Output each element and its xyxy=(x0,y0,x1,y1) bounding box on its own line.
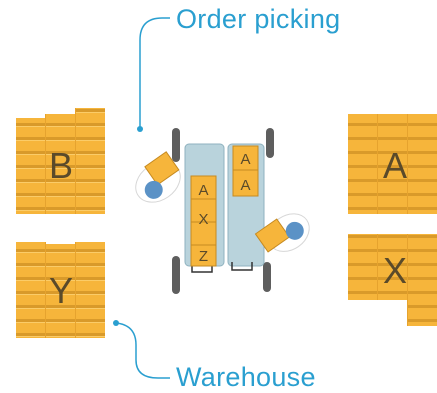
cart-wheel-br xyxy=(263,262,271,292)
cart-box-label: A xyxy=(240,151,250,168)
warehouse-connector xyxy=(115,322,170,379)
cart-box-label: A xyxy=(198,182,208,199)
warehouse-label: Warehouse xyxy=(176,362,316,392)
stack-letter-y: Y xyxy=(49,270,73,311)
order-picking-connector-dot xyxy=(137,126,143,132)
stack-letter-b: B xyxy=(49,145,73,186)
cart-boxes-left xyxy=(190,175,217,267)
picker-left xyxy=(135,151,181,203)
stack-b xyxy=(16,108,105,214)
picker-left-head xyxy=(144,180,163,199)
stack-y xyxy=(16,242,105,338)
warehouse-connector-dot xyxy=(113,320,119,326)
stack-a xyxy=(348,114,437,214)
stack-letter-a: A xyxy=(383,145,407,186)
cart-wheel-tr xyxy=(266,128,274,158)
picker-right-head xyxy=(285,221,304,240)
stack-x xyxy=(348,234,437,326)
picker-right-box xyxy=(254,218,291,253)
picking-cart xyxy=(172,128,274,294)
cart-boxes-right xyxy=(232,145,259,197)
cart-wheel-bl xyxy=(172,256,180,294)
order-picking-connector xyxy=(139,17,170,128)
cart-box-label: Z xyxy=(199,248,208,265)
cart-box-label: A xyxy=(240,177,250,194)
stack-letter-x: X xyxy=(383,250,407,291)
order-picking-label: Order picking xyxy=(176,4,341,34)
cart-wheel-tl xyxy=(172,128,180,162)
picker-right xyxy=(254,213,310,253)
cart-box-label: X xyxy=(198,211,208,228)
picker-left-box xyxy=(144,151,180,186)
